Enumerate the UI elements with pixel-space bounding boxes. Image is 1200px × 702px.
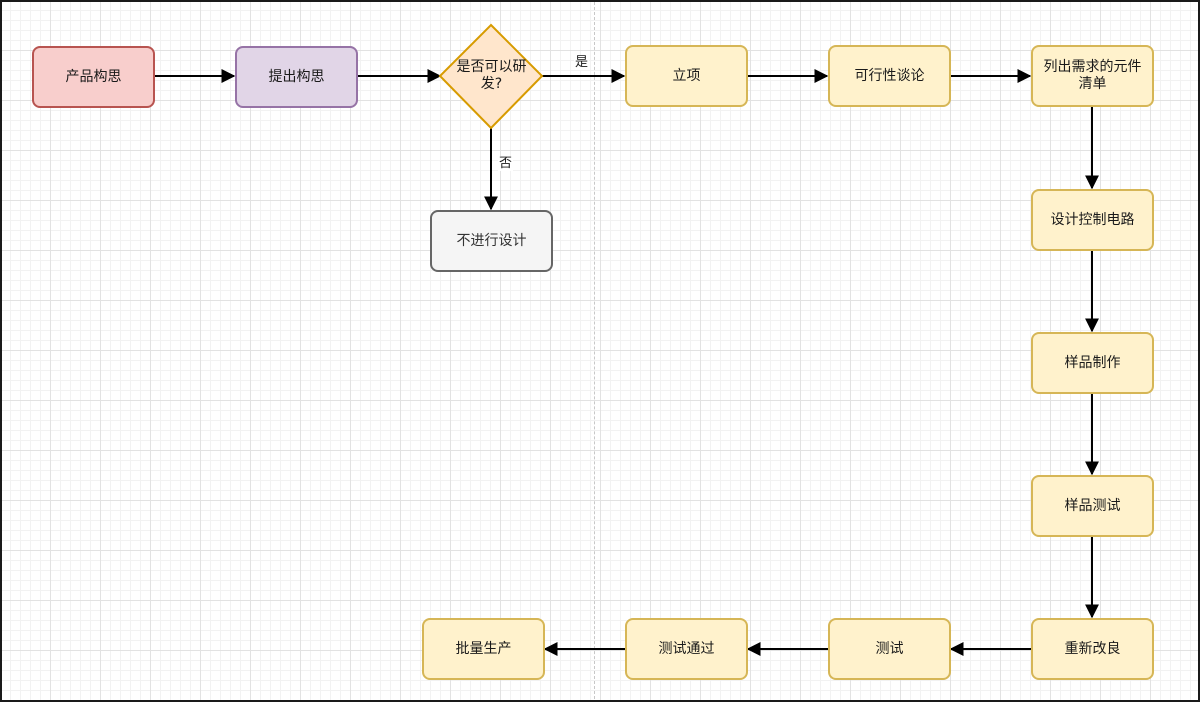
node-test-label: 测试 [875,640,904,657]
node-mass-production[interactable]: 批量生产 [422,618,545,680]
decision-label-wrap: 是否可以研发? [449,54,534,98]
node-propose-concept-label: 提出构思 [268,68,325,85]
node-feasibility-label: 可行性谈论 [854,67,925,84]
page-break-line [594,2,595,700]
node-test[interactable]: 测试 [828,618,951,680]
node-sample-make-label: 样品制作 [1064,354,1121,371]
node-project-init[interactable]: 立项 [625,45,748,107]
node-no-design[interactable]: 不进行设计 [430,210,553,272]
node-sample-test[interactable]: 样品测试 [1031,475,1154,537]
node-component-list[interactable]: 列出需求的元件清单 [1031,45,1154,107]
node-product-concept[interactable]: 产品构思 [32,46,155,108]
decision-diamond[interactable] [438,23,544,130]
node-feasibility[interactable]: 可行性谈论 [828,45,951,107]
node-no-design-label: 不进行设计 [456,232,527,249]
node-project-init-label: 立项 [672,67,701,84]
node-propose-concept[interactable]: 提出构思 [235,46,358,108]
node-circuit-design-label: 设计控制电路 [1050,211,1135,228]
node-test-pass[interactable]: 测试通过 [625,618,748,680]
node-improve[interactable]: 重新改良 [1031,618,1154,680]
edge-label-yes: 是 [574,55,590,70]
node-test-pass-label: 测试通过 [658,640,715,657]
node-circuit-design[interactable]: 设计控制电路 [1031,189,1154,251]
node-component-list-label: 列出需求的元件清单 [1043,59,1142,92]
node-sample-test-label: 样品测试 [1064,497,1121,514]
node-product-concept-label: 产品构思 [65,68,122,85]
edge-label-no: 否 [498,156,514,171]
decision-label: 是否可以研发? [456,59,527,92]
node-sample-make[interactable]: 样品制作 [1031,332,1154,394]
node-mass-production-label: 批量生产 [455,640,512,657]
node-improve-label: 重新改良 [1064,640,1121,657]
